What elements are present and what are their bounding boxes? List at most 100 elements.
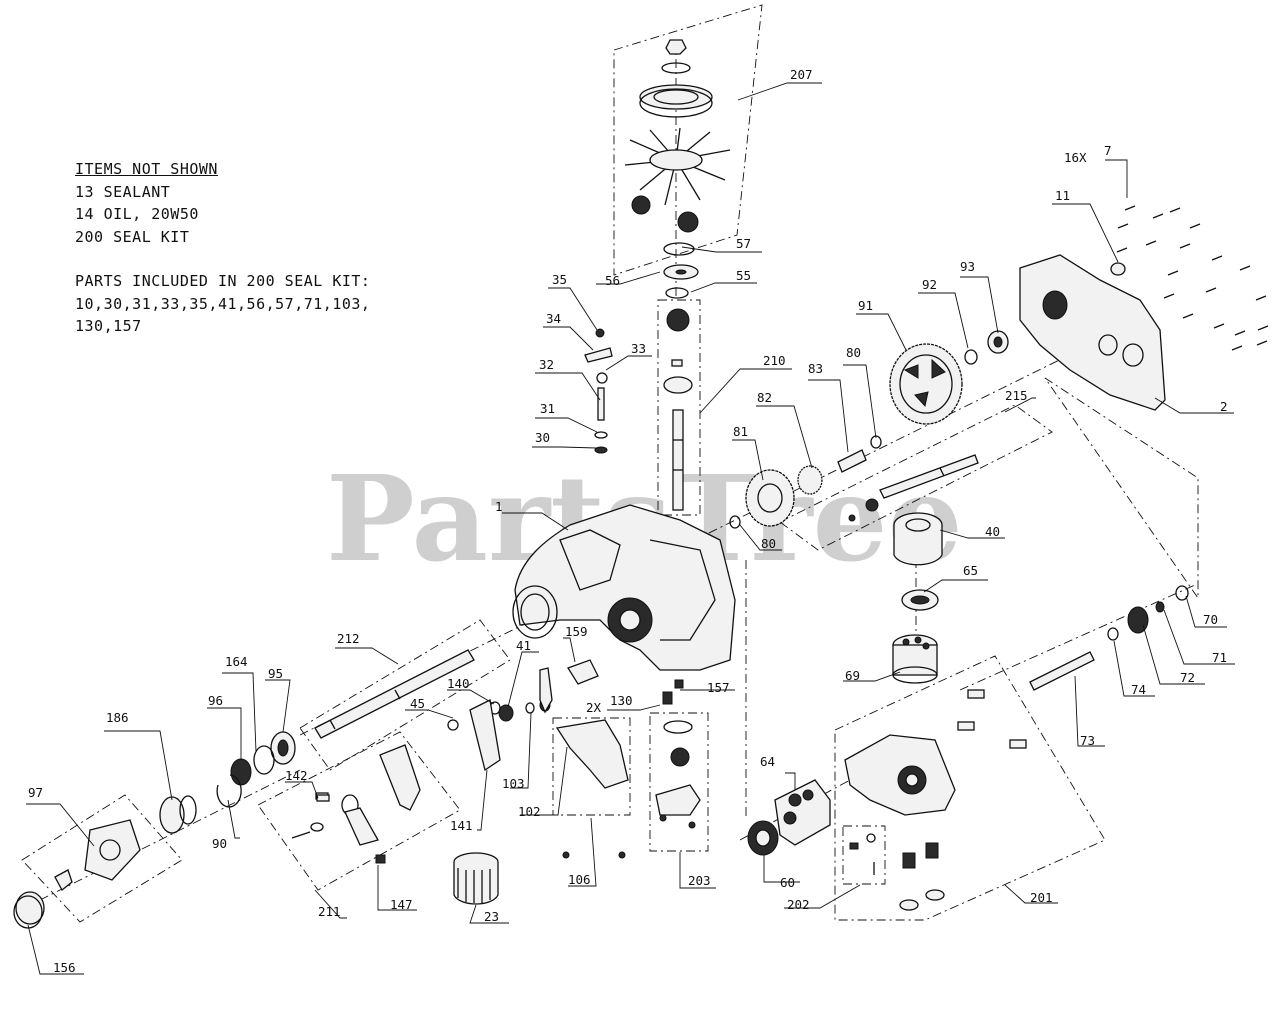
- part-71-ring: [1155, 601, 1165, 613]
- callout-32: 32: [539, 357, 554, 372]
- callout-71: 71: [1212, 650, 1227, 665]
- callout-45: 45: [410, 696, 425, 711]
- part-142-pin: [316, 794, 330, 802]
- part-203-charge-pump: [655, 720, 701, 829]
- callout-11: 11: [1055, 188, 1070, 203]
- part-211-brake-linkage: [291, 744, 421, 846]
- part-23-oil-filter: [453, 852, 499, 905]
- part-56-bearing: [663, 264, 699, 280]
- callout-80b: 80: [761, 536, 776, 551]
- part-207-fan-pulley: [624, 39, 731, 233]
- part-164-washer: [253, 745, 275, 775]
- part-97-wheel-hub: [54, 819, 141, 891]
- callout-202: 202: [787, 897, 810, 912]
- part-72-gear: [1127, 606, 1149, 634]
- part-202-valve: [849, 833, 876, 875]
- part-210-input-shaft: [663, 308, 693, 511]
- callout-140: 140: [447, 676, 470, 691]
- callout-210: 210: [763, 353, 786, 368]
- callout-16x: 16X: [1064, 150, 1087, 165]
- part-57-ring: [663, 242, 695, 256]
- callout-69: 69: [845, 668, 860, 683]
- part-74-washer: [1107, 627, 1119, 641]
- part-201-center-section: [844, 689, 1027, 911]
- callout-141: 141: [450, 818, 473, 833]
- part-70-ring: [1175, 585, 1189, 601]
- part-7-bolts: [1116, 205, 1269, 351]
- callout-95: 95: [268, 666, 283, 681]
- part-212-axle: [314, 649, 475, 739]
- part-95-bearing: [270, 731, 296, 765]
- items-not-shown-line: 14 OIL, 20W50: [75, 205, 199, 223]
- callout-147: 147: [390, 897, 413, 912]
- callout-207: 207: [790, 67, 813, 82]
- callout-55: 55: [736, 268, 751, 283]
- callout-72: 72: [1180, 670, 1195, 685]
- callout-186: 186: [106, 710, 129, 725]
- callout-35: 35: [552, 272, 567, 287]
- part-64-cylinder-block: [774, 779, 831, 846]
- callout-81: 81: [733, 424, 748, 439]
- callout-82: 82: [757, 390, 772, 405]
- callout-212: 212: [337, 631, 360, 646]
- callout-57: 57: [736, 236, 751, 251]
- callout-2: 2: [1220, 399, 1228, 414]
- part-55-ring: [665, 287, 689, 299]
- part-102-baffle: [555, 719, 629, 859]
- callout-41: 41: [516, 638, 531, 653]
- callout-106: 106: [568, 872, 591, 887]
- callout-211: 211: [318, 904, 341, 919]
- callout-70: 70: [1203, 612, 1218, 627]
- callout-56: 56: [605, 273, 620, 288]
- callout-65: 65: [963, 563, 978, 578]
- callout-64: 64: [760, 754, 775, 769]
- callout-7: 7: [1104, 143, 1112, 158]
- part-11-dowel: [1110, 262, 1126, 276]
- part-45-washer: [447, 719, 459, 731]
- callout-156: 156: [53, 960, 76, 975]
- callout-159: 159: [565, 624, 588, 639]
- callout-92: 92: [922, 277, 937, 292]
- part-91-gear: [889, 343, 963, 425]
- group-106-outline: [552, 717, 631, 816]
- part-65-seal: [901, 589, 939, 611]
- callout-103: 103: [502, 776, 525, 791]
- callout-203: 203: [688, 873, 711, 888]
- group-210-outline: [657, 299, 701, 516]
- part-73-shaft: [1029, 651, 1095, 691]
- group-207-outline: [613, 4, 763, 276]
- items-not-shown-line: 200 SEAL KIT: [75, 227, 190, 246]
- part-40-differential-housing: [893, 512, 943, 566]
- callout-74: 74: [1131, 682, 1146, 697]
- part-80-washer-lower: [729, 515, 741, 529]
- part-93-bearing: [987, 330, 1009, 354]
- part-147-spring: [375, 854, 386, 864]
- part-2-rear-cover: [1019, 254, 1166, 411]
- items-not-shown-header: ITEMS NOT SHOWN: [75, 160, 218, 178]
- part-90-ring: [216, 774, 242, 808]
- seal-kit-line: 10,30,31,33,35,41,56,57,71,103,: [75, 294, 371, 313]
- callout-97: 97: [28, 785, 43, 800]
- callout-31: 31: [540, 401, 555, 416]
- items-not-shown-line: 13 SEALANT: [75, 182, 171, 201]
- seal-kit-line: 130,157: [75, 317, 142, 335]
- callout-102: 102: [518, 804, 541, 819]
- part-215-shaft: [848, 454, 979, 522]
- callout-215: 215: [1005, 388, 1028, 403]
- part-186-hub-adapter: [159, 795, 197, 834]
- callout-83: 83: [808, 361, 823, 376]
- notes-spacer: [75, 248, 370, 270]
- callout-34: 34: [546, 311, 561, 326]
- callout-130: 130: [610, 693, 633, 708]
- group-201-outline: [834, 655, 1106, 921]
- part-41-seal: [498, 704, 514, 722]
- part-156-cap: [13, 891, 45, 929]
- part-141-arm: [469, 667, 553, 772]
- notes-block: ITEMS NOT SHOWN 13 SEALANT 14 OIL, 20W50…: [75, 158, 370, 338]
- seal-kit-header: PARTS INCLUDED IN 200 SEAL KIT:: [75, 272, 371, 290]
- callout-157: 157: [707, 680, 730, 695]
- part-69-cylinder-block: [892, 634, 938, 684]
- lower-axis-line: [959, 584, 1196, 691]
